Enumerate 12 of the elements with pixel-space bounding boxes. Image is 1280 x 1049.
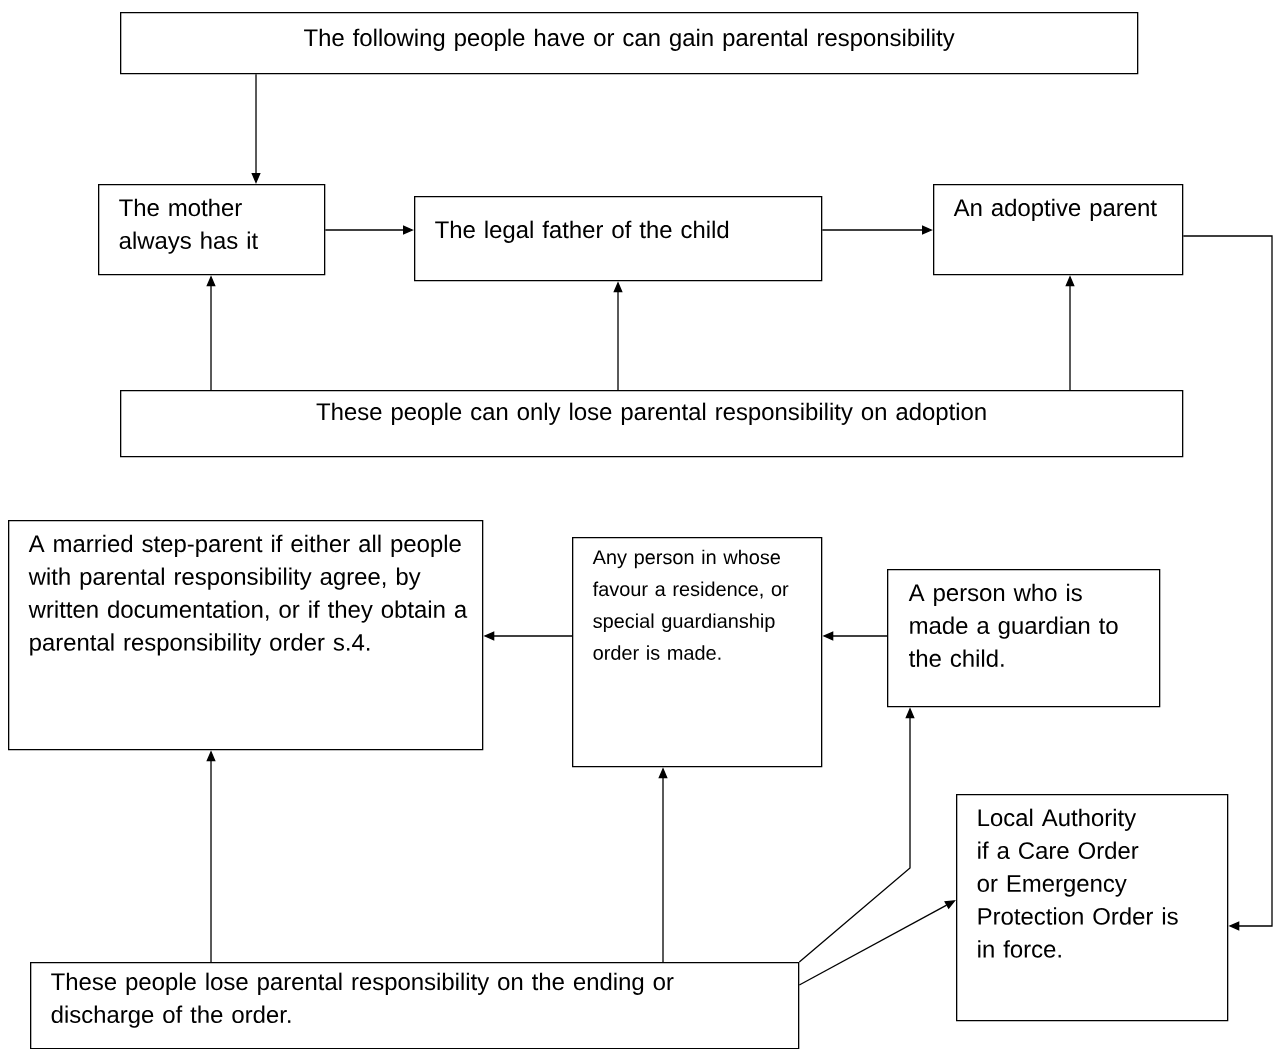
text-box: These people lose parental responsibility on the ending or discharge of the order.	[30, 962, 800, 1049]
text-box: A married step-parent if either all people with parental responsibility agree, by written documentation, or if they obtain a parental responsibility order s.4.	[8, 520, 484, 751]
text-box: These people can only lose parental responsibility on adoption	[120, 390, 1184, 458]
text-box: Local Authority if a Care Order or Emergency Protection Order is in force.	[956, 794, 1229, 1022]
arrow	[798, 900, 956, 986]
text-box: The legal father of the child	[414, 196, 823, 282]
text-box: The following people have or can gain parental responsibility	[120, 12, 1139, 75]
arrow	[1182, 235, 1273, 931]
text-box: Any person in whose favour a residence, or special guardianship order is made.	[572, 537, 823, 768]
text-box: A person who is made a guardian to the child.	[887, 569, 1161, 708]
text-box: An adoptive parent	[933, 184, 1184, 276]
text-box: The mother always has it	[98, 184, 326, 276]
